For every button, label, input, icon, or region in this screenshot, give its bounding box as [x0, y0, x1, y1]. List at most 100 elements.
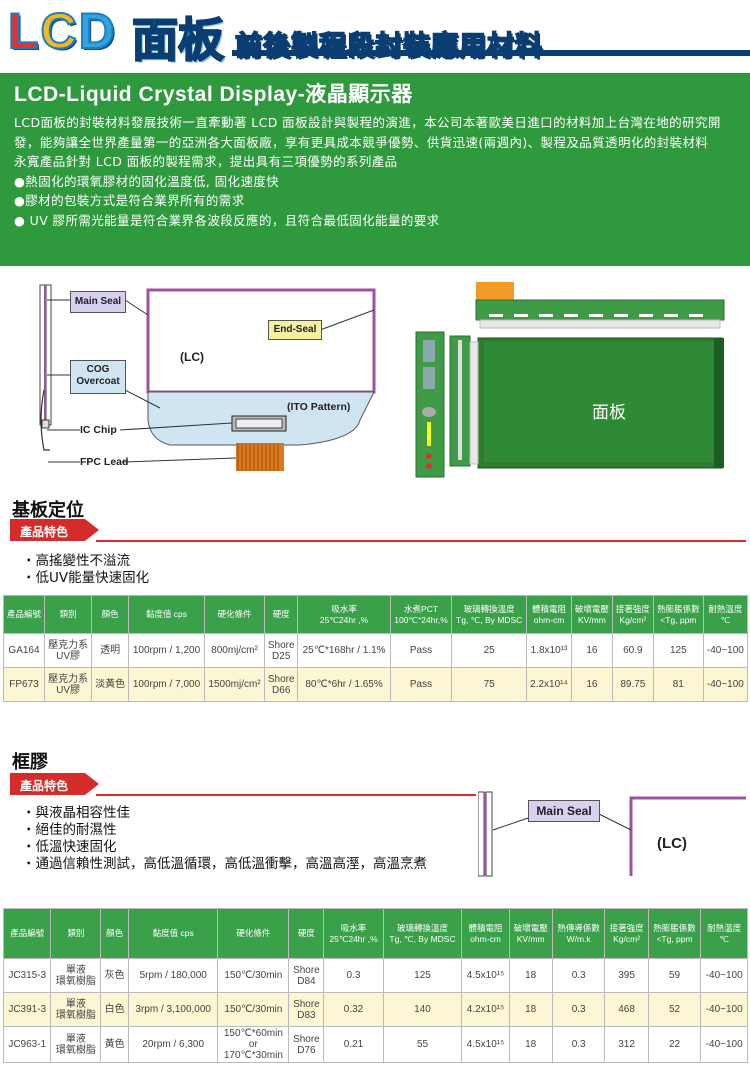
table-header-row: 產品編號 類別 顏色 黏度值 cps 硬化條件 硬度 吸水率 25℃24hr ,…	[2, 908, 748, 959]
section1-title: 基板定位	[12, 500, 84, 521]
section2-divider	[96, 794, 476, 796]
table-header: 顏色	[100, 908, 130, 959]
table-cell: 800mj/cm²	[203, 633, 266, 668]
section2-feature: ・與液晶相容性佳	[22, 805, 130, 821]
table-cell: 壓克力系 UV膠	[43, 667, 93, 702]
intro-panel: LCD-Liquid Crystal Display-液晶顯示器 LCD面板的封…	[0, 73, 750, 266]
table-header: 接著強度 Kg/cm²	[611, 595, 654, 634]
table-cell: -40~100	[702, 667, 749, 702]
intro-paragraph: 永寬產品針對 LCD 面板的製程需求，提出具有三項優勢的系列產品	[14, 154, 398, 169]
table-cell: 0.3	[551, 1026, 606, 1063]
table-header: 熱膨脹係數 <Tg, ppm	[647, 908, 702, 959]
table-header: 耐熱溫度 ℃	[700, 908, 748, 959]
table-cell: 0.3	[551, 958, 606, 993]
table-header: 熱傳導係數 W/m.k	[551, 908, 606, 959]
table-cell: 468	[604, 992, 649, 1027]
seal-diagram	[478, 791, 746, 877]
table-cell: JC315-3	[2, 958, 52, 993]
intro-bullet: ●膠材的包裝方式是符合業界所有的需求	[14, 193, 245, 208]
main-seal-label-2: Main Seal	[528, 800, 600, 822]
logo-letter-c: C	[40, 2, 79, 60]
table-cell: 80℃*6hr / 1.65%	[297, 667, 391, 702]
table-cell: 150℃/30min	[217, 992, 290, 1027]
section1-feature: ・高搖變性不溢流	[22, 553, 130, 569]
section2-title: 框膠	[12, 752, 48, 773]
fpc-lead-label: FPC Lead	[80, 456, 129, 468]
table-cell: 1500mj/cm²	[203, 667, 266, 702]
lcd-structure-drawing	[39, 284, 376, 471]
table-cell: 52	[647, 992, 702, 1027]
panel-label: 面板	[592, 403, 626, 423]
subtitle: 前後製程段封裝應用材料	[234, 30, 543, 63]
table-cell: 89.75	[611, 667, 654, 702]
lc-label: (LC)	[180, 350, 204, 364]
intro-title: LCD-Liquid Crystal Display-液晶顯示器	[14, 83, 413, 106]
table-header: 類別	[43, 595, 93, 634]
table-cell: Shore D25	[264, 633, 299, 668]
title-stripe	[232, 50, 750, 56]
table-cell: 4.5x10¹⁵	[461, 1026, 510, 1063]
table-header: 吸水率 25℃24hr ,%	[297, 595, 391, 634]
table-cell: 25℃*168hr / 1.1%	[297, 633, 391, 668]
table-cell: 60.9	[611, 633, 654, 668]
table-cell: 55	[382, 1026, 463, 1063]
section1-feature: ・低UV能量快速固化	[22, 570, 150, 586]
table-header: 黏度值 cps	[128, 908, 219, 959]
table-header: 破壞電壓 KV/mm	[570, 595, 613, 634]
logo-letter-d: D	[78, 2, 117, 60]
table-header: 顏色	[91, 595, 130, 634]
table-cell: 18	[508, 1026, 553, 1063]
table-cell: 2.2x10¹⁴	[526, 667, 572, 702]
table-cell: 白色	[100, 992, 130, 1027]
intro-bullet: ● UV 膠所需光能量是符合業界各波段反應的，且符合最低固化能量的要求	[14, 212, 440, 228]
table-header: 吸水率 25℃24hr ,%	[323, 908, 384, 959]
table-cell: 16	[570, 667, 613, 702]
table-header: 硬化條件	[203, 595, 266, 634]
table-cell: 395	[604, 958, 649, 993]
table-header: 水煮PCT 100℃*24hr,%	[389, 595, 453, 634]
table-header: 熱膨脹係數 <Tg, ppm	[652, 595, 704, 634]
table-header: 產品編號	[2, 908, 52, 959]
table-cell: 18	[508, 958, 553, 993]
table-cell: -40~100	[702, 633, 749, 668]
table-cell: 100rpm / 1,200	[128, 633, 205, 668]
lcd-logo: LCD	[7, 2, 117, 60]
table-cell: 壓克力系 UV膠	[43, 633, 93, 668]
table-header: 硬化條件	[217, 908, 290, 959]
table-cell: 單液 環氧樹脂	[50, 992, 102, 1027]
table-header: 硬度	[288, 908, 325, 959]
table-cell: 灰色	[100, 958, 130, 993]
page-header: LCD 面板 前後製程段封裝應用材料	[0, 0, 750, 68]
table-cell: Pass	[389, 667, 453, 702]
table-cell: Shore D84	[288, 958, 325, 993]
table-header-row: 產品編號 類別 顏色 黏度值 cps 硬化條件 硬度 吸水率 25℃24hr ,…	[3, 595, 749, 634]
section1-table: 產品編號 類別 顏色 黏度值 cps 硬化條件 硬度 吸水率 25℃24hr ,…	[3, 595, 749, 702]
logo-letter-l: L	[7, 2, 41, 60]
table-cell: FP673	[3, 667, 45, 702]
table-cell: JC963-1	[2, 1026, 52, 1063]
table-cell: Shore D66	[264, 667, 299, 702]
table-cell: 4.2x10¹⁵	[461, 992, 510, 1027]
ito-pattern-label: (ITO Pattern)	[287, 401, 351, 413]
table-header: 接著強度 Kg/cm²	[604, 908, 649, 959]
table-cell: 20rpm / 6,300	[128, 1026, 219, 1063]
table-header: 黏度值 cps	[128, 595, 205, 634]
table-cell: 125	[652, 633, 704, 668]
section2-tag: 產品特色	[10, 773, 99, 795]
table-cell: 150℃*60min or 170℃*30min	[217, 1026, 290, 1063]
table-cell: 單液 環氧樹脂	[50, 1026, 102, 1063]
table-header: 玻璃轉換溫度 Tg, ℃, By MDSC	[451, 595, 528, 634]
table-header: 玻璃轉換溫度 Tg, ℃, By MDSC	[382, 908, 463, 959]
table-cell: 75	[451, 667, 528, 702]
main-title: 面板	[131, 12, 225, 68]
table-cell: Shore D83	[288, 992, 325, 1027]
main-seal-label: Main Seal	[70, 291, 126, 313]
section2-feature: ・絕佳的耐濕性	[22, 822, 117, 838]
table-cell: 22	[647, 1026, 702, 1063]
table-header: 硬度	[264, 595, 299, 634]
table-cell: -40~100	[700, 1026, 748, 1063]
section1-divider	[96, 540, 746, 542]
